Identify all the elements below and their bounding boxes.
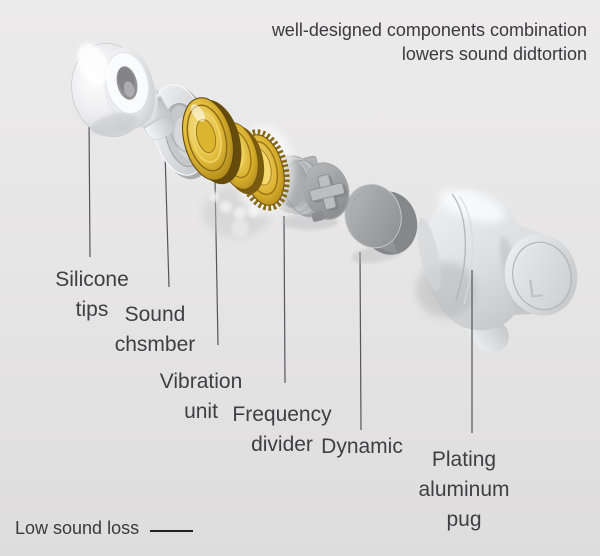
footer-note: Low sound loss	[15, 518, 139, 539]
gold-disc-front	[182, 97, 242, 185]
header-caption-line1: well-designed components combination	[271, 20, 587, 40]
label-line: Frequency	[232, 403, 332, 426]
header-caption: well-designed components combination low…	[272, 18, 587, 66]
label-line: Silicone	[55, 268, 129, 291]
label-line: divider	[251, 433, 313, 456]
label-line: aluminum	[418, 478, 510, 501]
label-line: Plating	[431, 448, 497, 471]
frequency-divider	[266, 155, 350, 230]
crossover-cross	[309, 174, 348, 212]
header-caption-line2: lowers sound didtortion	[401, 44, 587, 64]
label-vibration-unit: Vibration unit	[160, 367, 243, 427]
silicone-tip	[71, 42, 158, 138]
label-plating-aluminum-plug: Plating aluminum pug	[418, 445, 509, 535]
label-frequency-divider: Frequency divider	[232, 400, 331, 460]
footer-note-text: Low sound loss	[15, 518, 140, 538]
aluminum-housing: L	[416, 189, 578, 354]
leader-line-sound-chamber	[164, 151, 170, 288]
label-line: Sound	[124, 303, 186, 326]
label-line: Vibration	[159, 370, 243, 393]
label-line: chsmber	[114, 333, 196, 356]
leader-line-silicone-tips	[88, 117, 91, 258]
leader-line-dynamic	[359, 251, 362, 431]
label-line: Dynamic	[321, 435, 403, 458]
label-dynamic: Dynamic	[321, 432, 403, 462]
label-line: pug	[446, 508, 482, 531]
label-line: tips	[75, 298, 109, 321]
housing-channel-mark: L	[526, 272, 545, 304]
label-sound-chamber: Sound chsmber	[115, 300, 196, 360]
leader-line-frequency-divider	[283, 215, 286, 384]
vibration-unit	[182, 97, 294, 215]
label-line: unit	[184, 400, 218, 423]
dynamic-driver	[344, 183, 418, 264]
label-silicone-tips: Silicone tips	[55, 265, 129, 325]
